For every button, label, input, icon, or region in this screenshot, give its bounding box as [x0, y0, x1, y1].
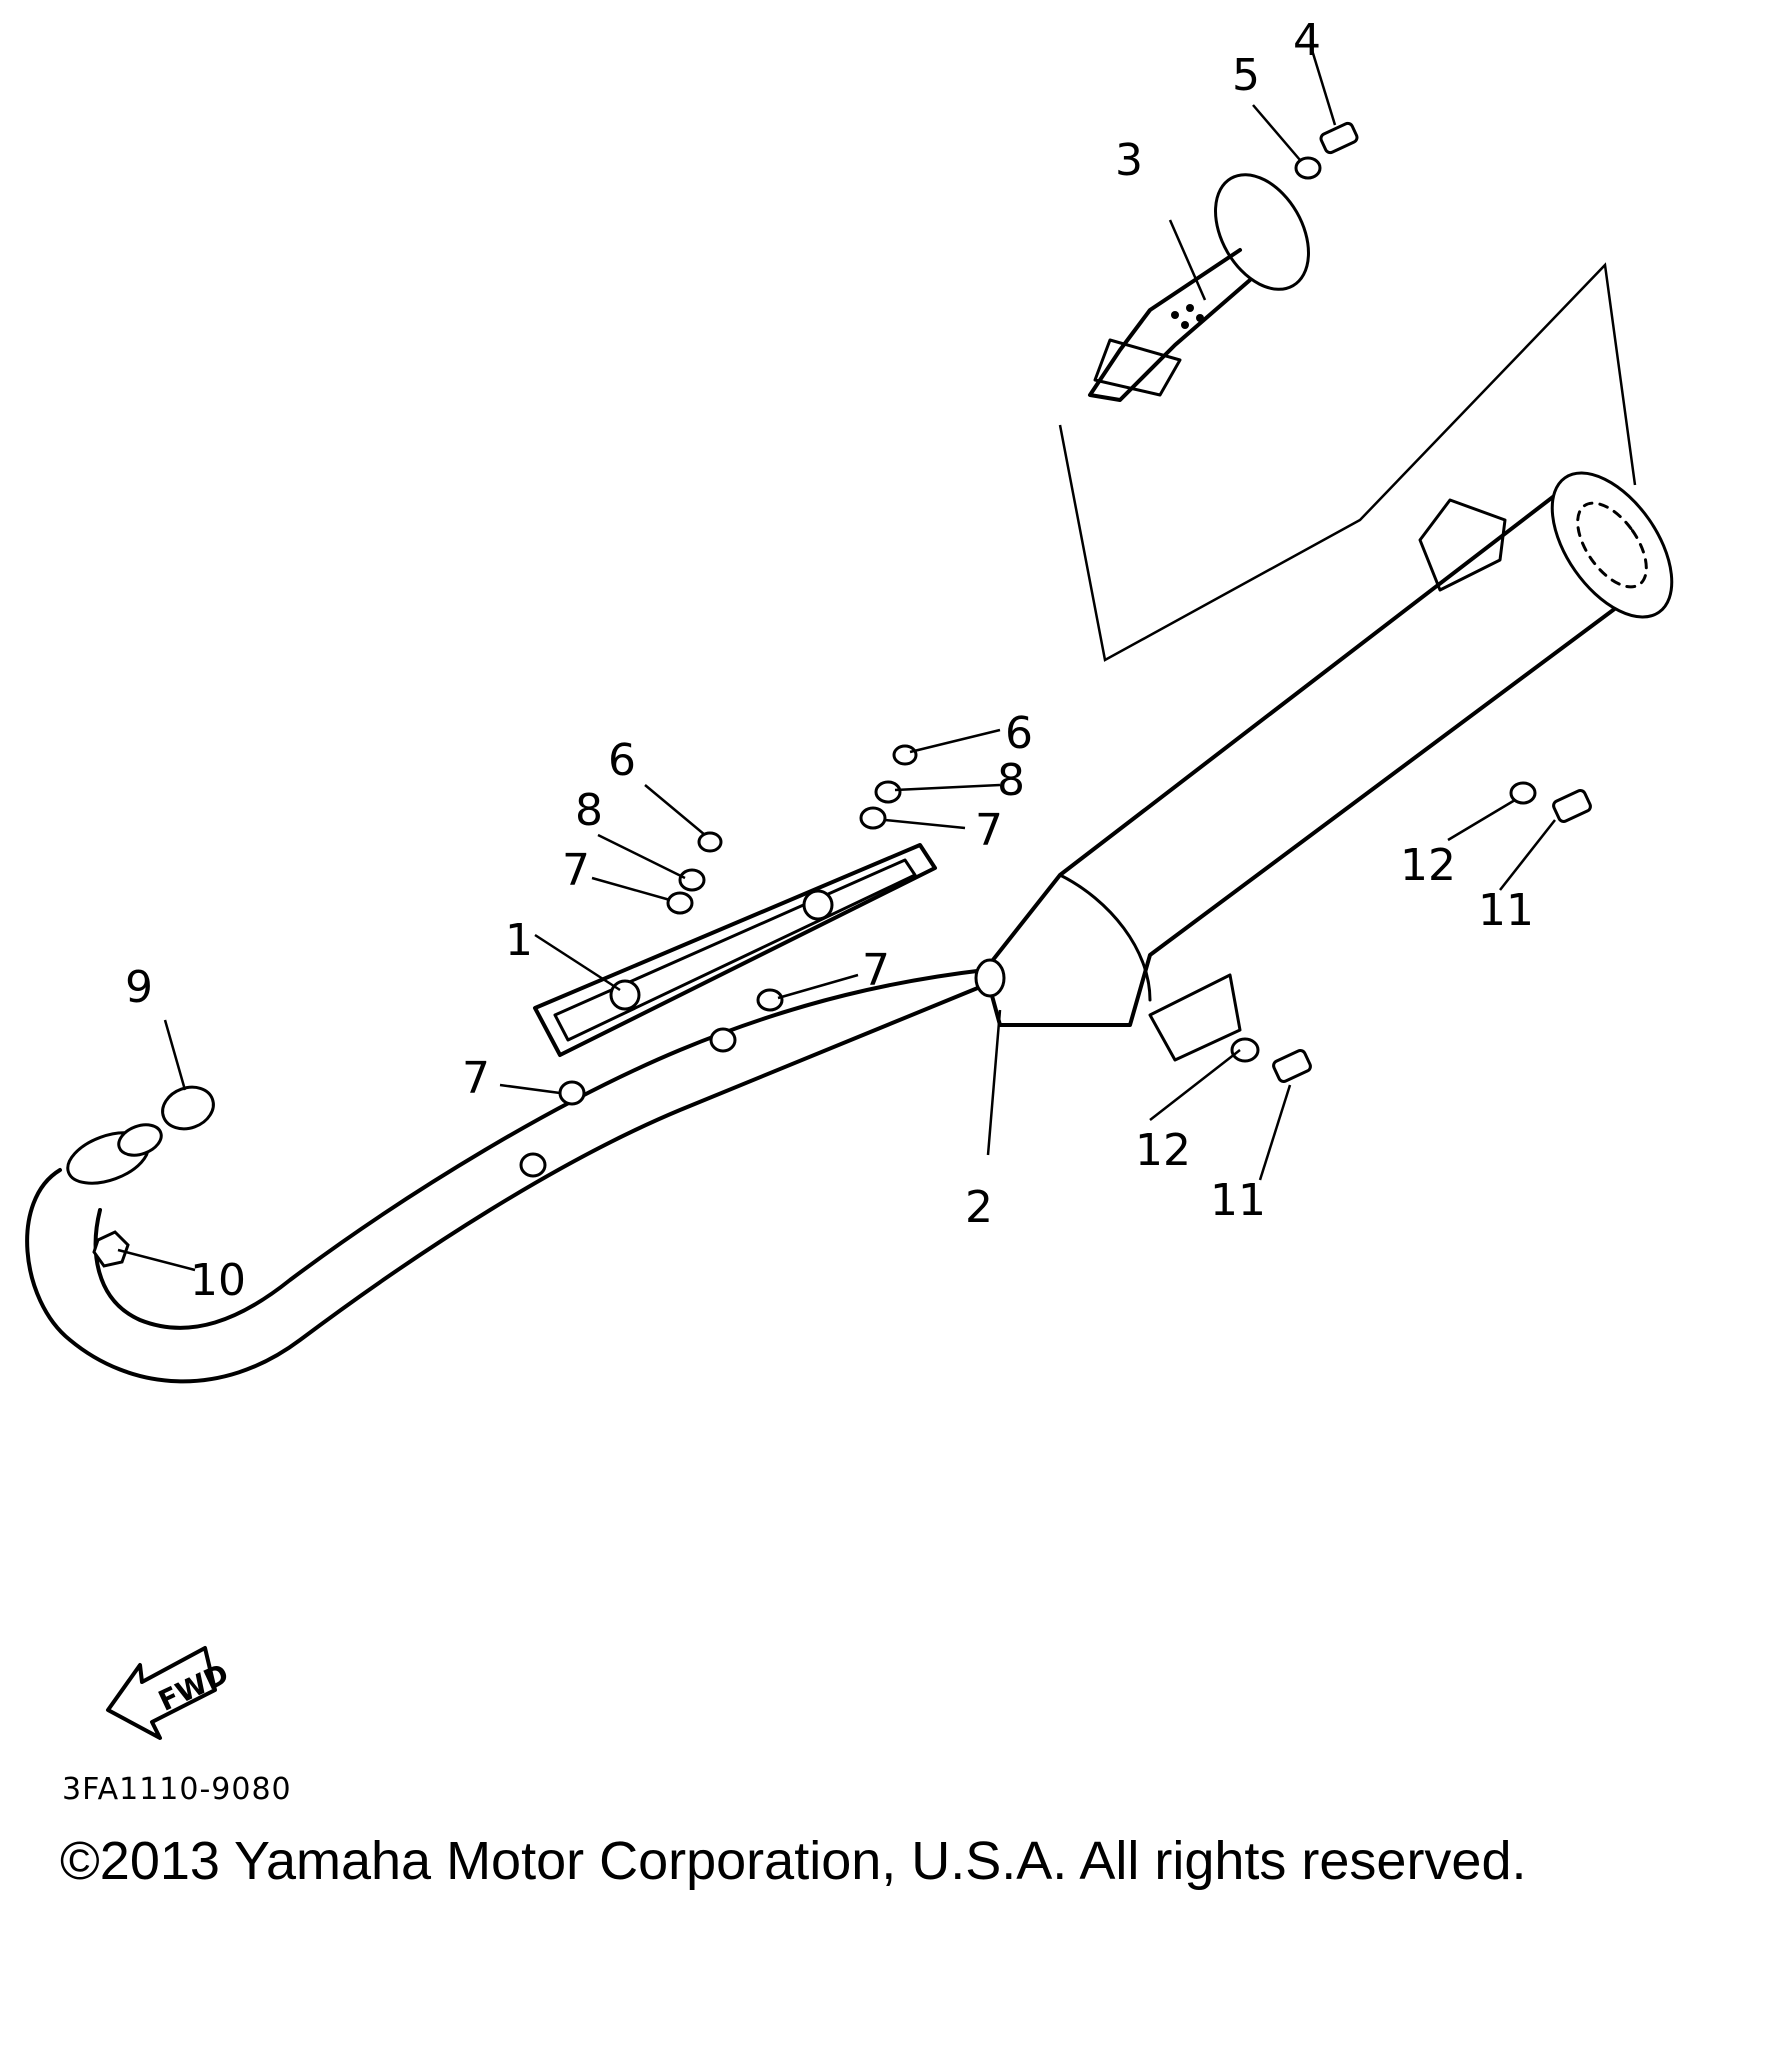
- callout-2: 2: [965, 1182, 993, 1233]
- fwd-label: FWD: [153, 1657, 233, 1718]
- callout-11: 11: [1210, 1175, 1266, 1226]
- callout-12: 12: [1135, 1125, 1191, 1176]
- diagram-code: 3FA1110-9080: [62, 1772, 292, 1807]
- callout-10: 10: [190, 1255, 246, 1306]
- callout-11: 11: [1478, 885, 1534, 936]
- callout-4: 4: [1293, 15, 1321, 66]
- callout-8: 8: [997, 755, 1025, 806]
- hardware: [161, 121, 1592, 1178]
- callout-9: 9: [125, 962, 153, 1013]
- muffler: [974, 471, 1674, 1062]
- callout-7: 7: [562, 845, 590, 896]
- callout-12: 12: [1400, 840, 1456, 891]
- callout-7: 7: [462, 1053, 490, 1104]
- callout-3: 3: [1115, 135, 1143, 186]
- leader-lines: [117, 49, 1556, 1272]
- fwd-arrow-icon: FWD: [106, 1646, 234, 1740]
- callout-7: 7: [975, 805, 1003, 856]
- spark-arrester: [1088, 173, 1310, 402]
- callouts: 3 4 5 6 6 7 7 7 7 8 8 1 9 10 2 12 11 12 …: [125, 15, 1534, 1306]
- heat-protector: [533, 843, 937, 1057]
- callout-8: 8: [575, 785, 603, 836]
- callout-6: 6: [608, 735, 636, 786]
- callout-7: 7: [862, 945, 890, 996]
- copyright-notice: ©2013 Yamaha Motor Corporation, U.S.A. A…: [60, 1831, 1527, 1891]
- exhaust-pipe: [25, 968, 987, 1384]
- callout-6: 6: [1005, 708, 1033, 759]
- callout-1: 1: [505, 915, 533, 966]
- callout-5: 5: [1232, 50, 1260, 101]
- nut-icon: [92, 1230, 130, 1268]
